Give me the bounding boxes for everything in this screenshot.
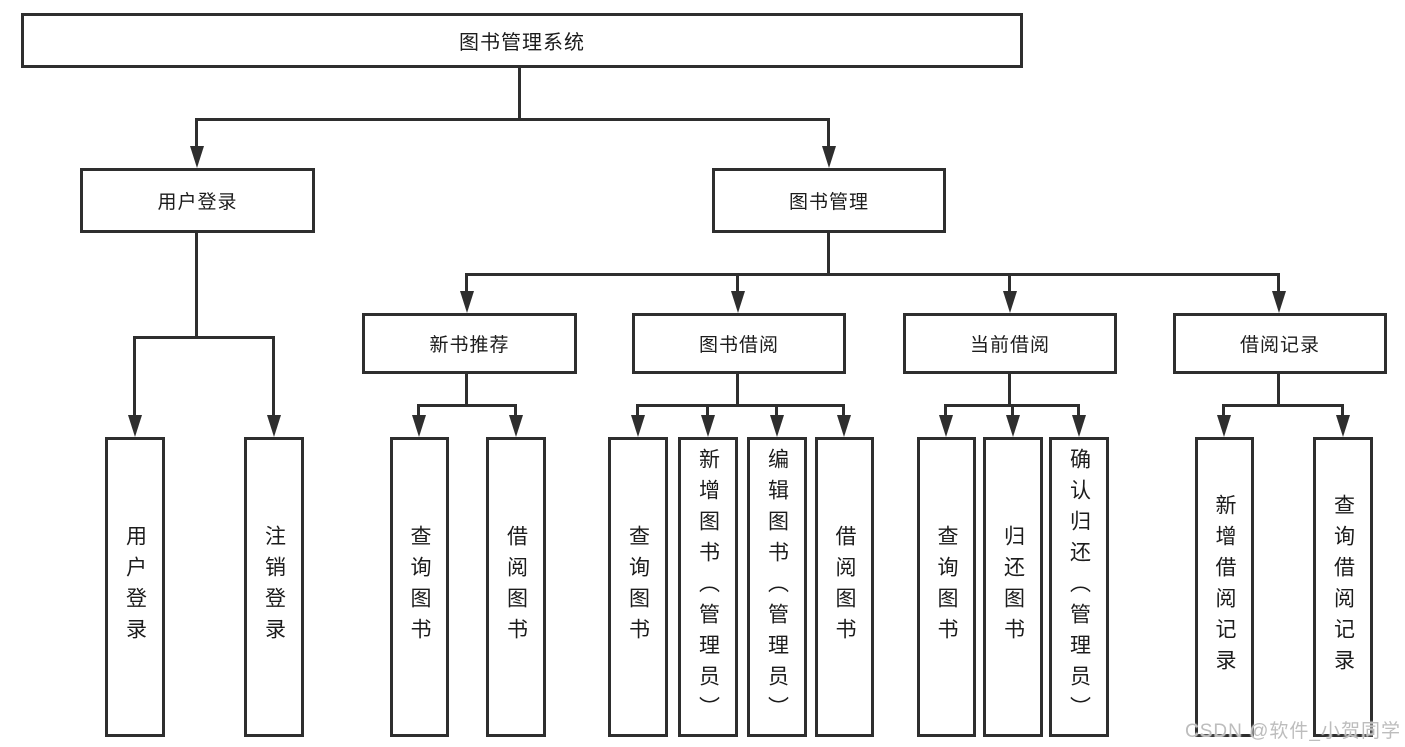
arrowhead-icon (939, 415, 953, 437)
leaf-user-login: 用户登录 (105, 437, 165, 737)
arrowhead-icon (509, 415, 523, 437)
connector-drop-line (1011, 404, 1014, 418)
connector-drop-line (706, 404, 709, 418)
connector-drop-line (133, 336, 136, 417)
watermark: CSDN @软件_小贺同学 (1185, 721, 1401, 742)
node-book-borrow: 图书借阅 (632, 313, 846, 374)
leaf-current-confirm-return-admin: 确认归还（管理员） (1049, 437, 1109, 737)
arrowhead-icon (267, 415, 281, 437)
leaf-newbook-query-books: 查询图书 (390, 437, 449, 737)
connector-drop-line (1277, 273, 1280, 294)
connector-level2-rail (195, 118, 830, 121)
leaf-current-query-books: 查询图书 (917, 437, 976, 737)
connector-drop-line (514, 404, 517, 418)
arrowhead-icon (1217, 415, 1231, 437)
connector-rail (1222, 404, 1344, 407)
arrowhead-icon (412, 415, 426, 437)
connector-drop-line (636, 404, 639, 418)
arrowhead-icon (190, 146, 204, 168)
connector-rail (636, 404, 845, 407)
connector-bookmgmt-stub (827, 233, 830, 276)
leaf-newbook-borrow-books: 借阅图书 (486, 437, 546, 737)
connector-rail (417, 404, 517, 407)
leaf-borrow-query-books: 查询图书 (608, 437, 668, 737)
leaf-borrow-edit-books-admin: 编辑图书（管理员） (747, 437, 807, 737)
connector-drop-line (842, 404, 845, 418)
arrowhead-icon (1272, 291, 1286, 313)
arrowhead-icon (1003, 291, 1017, 313)
node-borrow-records: 借阅记录 (1173, 313, 1387, 374)
connector-drop-line (417, 404, 420, 418)
connector-stub (465, 374, 468, 407)
connector-userlogin-rail (133, 336, 275, 339)
arrowhead-icon (1072, 415, 1086, 437)
arrowhead-icon (701, 415, 715, 437)
connector-drop-line (195, 118, 198, 149)
node-new-book-recommend: 新书推荐 (362, 313, 577, 374)
arrowhead-icon (128, 415, 142, 437)
connector-drop-line (775, 404, 778, 418)
node-root: 图书管理系统 (21, 13, 1023, 68)
connector-level3-rail (465, 273, 1280, 276)
leaf-borrow-borrow-books: 借阅图书 (815, 437, 874, 737)
leaf-logout: 注销登录 (244, 437, 304, 737)
connector-drop-line (827, 118, 830, 149)
leaf-records-add-record: 新增借阅记录 (1195, 437, 1254, 737)
arrowhead-icon (1336, 415, 1350, 437)
node-current-borrow: 当前借阅 (903, 313, 1117, 374)
arrowhead-icon (731, 291, 745, 313)
connector-stub (736, 374, 739, 407)
connector-drop-line (1077, 404, 1080, 418)
arrowhead-icon (1006, 415, 1020, 437)
connector-drop-line (1222, 404, 1225, 418)
arrowhead-icon (837, 415, 851, 437)
arrowhead-icon (770, 415, 784, 437)
connector-drop-line (736, 273, 739, 294)
arrowhead-icon (822, 146, 836, 168)
connector-userlogin-stub (195, 233, 198, 339)
arrowhead-icon (631, 415, 645, 437)
connector-drop-line (1008, 273, 1011, 294)
connector-drop-line (1341, 404, 1344, 418)
connector-stub (1008, 374, 1011, 407)
leaf-borrow-add-books-admin: 新增图书（管理员） (678, 437, 738, 737)
arrowhead-icon (460, 291, 474, 313)
connector-drop-line (944, 404, 947, 418)
leaf-current-return-books: 归还图书 (983, 437, 1043, 737)
connector-drop-line (465, 273, 468, 294)
node-user-login: 用户登录 (80, 168, 315, 233)
connector-drop-line (272, 336, 275, 417)
node-book-management: 图书管理 (712, 168, 946, 233)
leaf-records-query-record: 查询借阅记录 (1313, 437, 1373, 737)
connector-stub (1277, 374, 1280, 407)
connector-root-stub (518, 68, 521, 121)
